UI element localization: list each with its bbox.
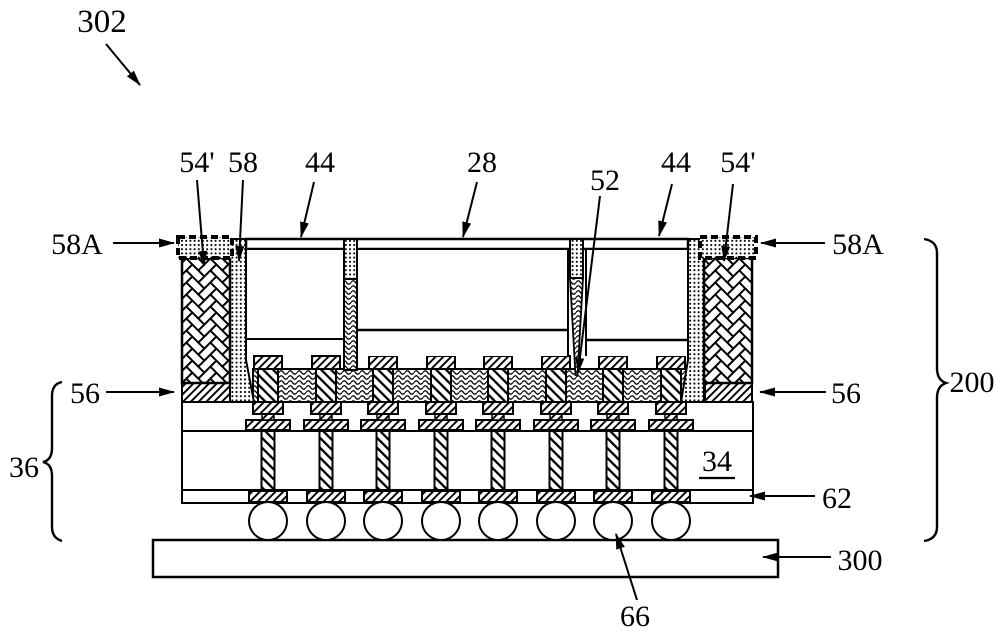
gap-strip-left: [343, 238, 358, 371]
label-58A-right: 58A: [832, 228, 884, 261]
arrow-302: [105, 43, 141, 86]
interconnect-stack: [598, 355, 628, 403]
label-54-right: 54': [720, 146, 755, 179]
label-66: 66: [620, 600, 650, 633]
label-44-left: 44: [305, 146, 335, 179]
die-right: [585, 248, 689, 356]
die-left: [245, 248, 345, 340]
arrow-54-right: [721, 183, 734, 262]
label-58-left: 58: [228, 146, 258, 179]
interconnect-stack: [541, 355, 571, 403]
label-56-left: 56: [70, 377, 100, 410]
brace-36: [42, 380, 63, 543]
arrow-52: [575, 195, 601, 374]
label-56-right: 56: [831, 377, 861, 410]
label-44-right: 44: [661, 146, 691, 179]
interconnect-stack: [656, 355, 686, 403]
arrow-44-left: [300, 181, 315, 238]
brace-200: [923, 237, 950, 543]
label-54-left: 54': [179, 146, 214, 179]
interconnect-stack: [426, 355, 456, 403]
arrow-66: [615, 533, 638, 601]
label-58A-left: 58A: [51, 228, 103, 261]
gap-strip-right: [569, 238, 584, 376]
substrate-body: [181, 401, 754, 504]
label-36: 36: [9, 451, 39, 484]
leader-lines: [105, 43, 831, 601]
sidewall-right: [702, 256, 754, 385]
cap-right: [698, 235, 758, 260]
carrier-plate: [244, 237, 690, 251]
die-center: [356, 248, 569, 356]
sidewall-left: [180, 256, 232, 385]
label-200: 200: [950, 366, 995, 399]
interconnect-stack: [368, 355, 398, 403]
interconnect-stack: [311, 355, 341, 403]
bond-band-right: [704, 382, 753, 403]
arrow-58-left: [235, 179, 245, 262]
bond-band-left: [181, 382, 231, 403]
label-300: 300: [838, 544, 883, 577]
label-302: 302: [77, 4, 127, 40]
interconnect-stack: [483, 355, 513, 403]
arrow-44-right: [658, 183, 673, 237]
label-34: 34: [702, 445, 732, 478]
label-28: 28: [467, 146, 497, 179]
arrow-28: [462, 181, 478, 238]
label-62: 62: [822, 482, 852, 515]
label-52: 52: [590, 164, 620, 197]
cap-left: [176, 235, 234, 260]
interconnect-stack: [253, 355, 283, 403]
circuit-board: [151, 538, 780, 579]
arrow-54-left: [196, 179, 208, 267]
